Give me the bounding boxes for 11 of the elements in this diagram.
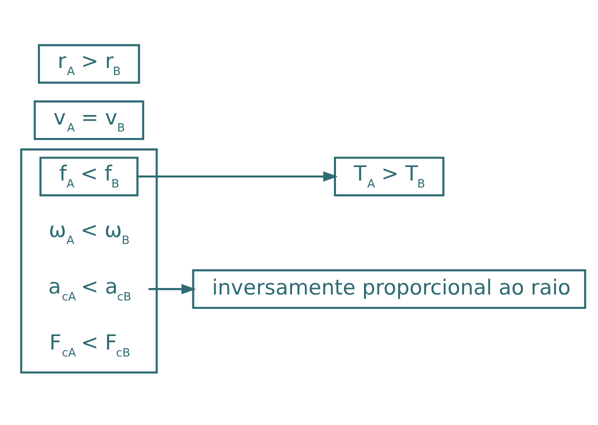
cluster — [20, 148, 158, 374]
arrow — [138, 170, 338, 182]
node-box: f$_{A}$ < f$_{B}$ — [39, 156, 138, 196]
node-box: inversamente proporcional ao raio — [192, 268, 586, 308]
node-text: a$_{cA}$ < a$_{cB}$ — [48, 274, 132, 303]
node-box: T$_{A}$ > T$_{B}$ — [334, 156, 444, 196]
node-text: F$_{cA}$ < F$_{cB}$ — [49, 330, 130, 360]
arrow — [148, 283, 196, 294]
node-box: v$_{A}$ = v$_{B}$ — [34, 100, 144, 140]
node-box: r$_{A}$ > r$_{B}$ — [38, 44, 140, 84]
node-text: ω$_{A}$ < ω$_{B}$ — [48, 217, 130, 246]
